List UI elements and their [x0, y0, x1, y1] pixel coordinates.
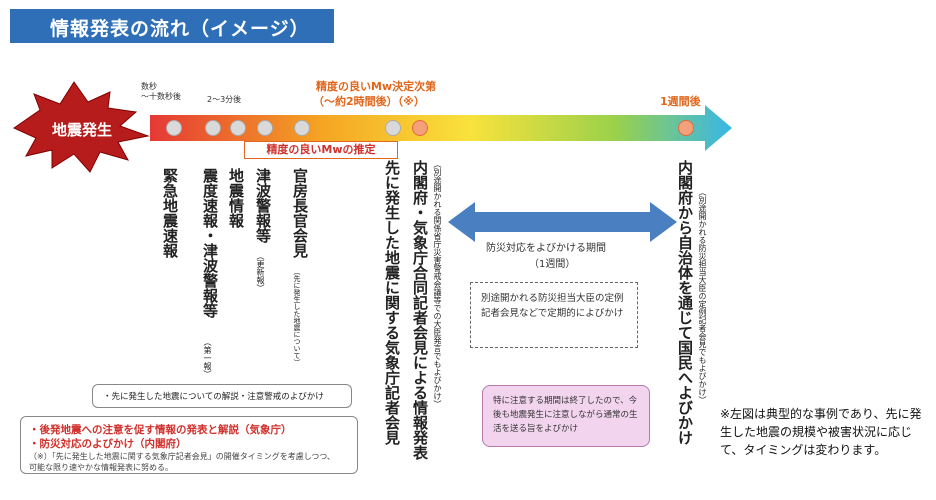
column-emergency-eq: 緊急地震速報: [161, 168, 179, 258]
column-cabinet-call: 内閣府から自治体を通じて国民へよびかけ: [676, 160, 694, 445]
precise-head-2: （～約2時間後）（※）: [313, 95, 425, 108]
column-tsunami-warning: 津波警報等: [254, 168, 272, 243]
timeline-dot: [230, 120, 246, 136]
column-intensity-tsunami: 震度速報・津波警報等: [201, 168, 219, 318]
main-note-footnote-1: （※）「先に発生した地震に関する気象庁記者会見」の開催タイミングを考慮しつつ、: [29, 452, 335, 461]
timeline-dot-precise: [412, 120, 428, 136]
tick-label-minutes: 2～3分後: [207, 95, 242, 104]
column-cabinet-note: （先に発生した地震について）: [293, 268, 301, 366]
tick-label-seconds: 数秒 ～十数秒後: [141, 82, 181, 101]
info-box: ・先に発生した地震についての解説・注意警戒のよびかけ: [92, 384, 352, 408]
main-note-line-2: ・防災対応のよびかけ（内閣府）: [29, 438, 187, 450]
pink-note-box: 特に注意する期間は終了したので、今後も地震発生に注意しながら通常の生活を送る旨を…: [482, 385, 650, 447]
one-week-label: 1週間後: [660, 95, 701, 108]
precise-head-1: 精度の良いMw決定次第: [316, 80, 437, 93]
timeline-dot: [257, 120, 273, 136]
period-label: 防災対応をよびかける期間: [486, 243, 606, 254]
mw-estimate-box: 精度の良いMwの推定: [244, 141, 398, 159]
column-cabinet-call-note: （別途開かれる防災担当大臣の定例記者会見でもよびかけ）: [698, 188, 707, 404]
column-cabinet-press: 官房長官会見: [291, 168, 309, 258]
timeline-dot-one-week: [678, 120, 694, 136]
quake-burst-icon: [12, 81, 150, 173]
timeline-dot: [166, 120, 182, 136]
dashed-note-box: 別途開かれる防災担当大臣の定例記者会見などで定期的によびかけ: [470, 282, 638, 348]
main-note-box: ・後発地震への注意を促す情報の発表と解説（気象庁） ・防災対応のよびかけ（内閣府…: [20, 416, 358, 474]
page-title: 情報発表の流れ（イメージ）: [50, 18, 310, 40]
time-arrow: [150, 105, 732, 151]
column-eq-info: 地震情報: [227, 168, 245, 228]
quake-label: 地震発生: [52, 121, 113, 139]
column-first-report-note: （第一報）: [203, 338, 212, 378]
side-note: ※左図は典型的な事例であり、先に発生した地震の規模や被害状況に応じて、タイミング…: [720, 407, 922, 457]
timeline-dot: [385, 120, 401, 136]
period-duration: （1週間）: [529, 259, 576, 270]
timeline-dot: [294, 120, 310, 136]
column-jma-press: 先に発生した地震に関する気象庁記者会見: [383, 160, 401, 445]
column-joint-note: （別途開かれる関係省庁災害警戒会議等での大臣発言でもよびかけ）: [433, 160, 442, 408]
column-joint-press: 内閣府・気象庁合同記者会見による情報発表: [411, 160, 429, 460]
main-note-line-1: ・後発地震への注意を促す情報の発表と解説（気象庁）: [29, 424, 292, 436]
column-update-note: （更新報）: [256, 252, 265, 292]
mw-estimate-label: 精度の良いMwの推定: [266, 143, 376, 156]
timeline-dot: [205, 120, 221, 136]
main-note-footnote-2: 可能な限り速やかな情報発表に努める。: [29, 463, 173, 472]
period-arrow: [448, 202, 677, 242]
title-banner: [10, 9, 334, 43]
